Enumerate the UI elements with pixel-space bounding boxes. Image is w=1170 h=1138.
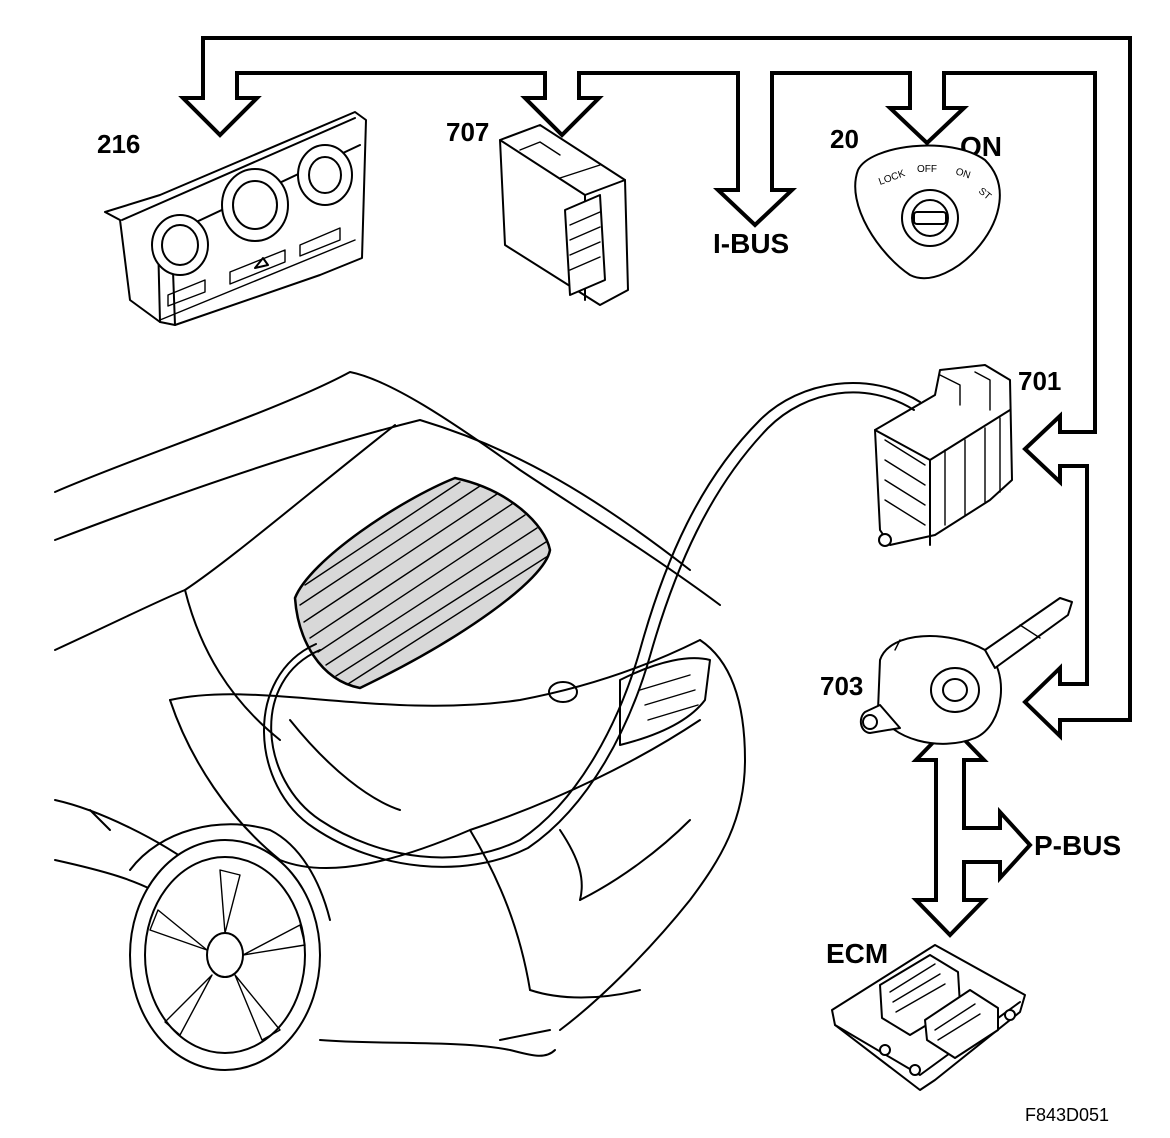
label-ecm: ECM: [826, 938, 888, 969]
pbus-arrow: [911, 722, 1033, 938]
ign-pos-off: OFF: [917, 164, 937, 175]
label-703: 703: [820, 671, 863, 701]
car-rear-view: [54, 371, 746, 1071]
figure-code: F843D051: [1025, 1105, 1109, 1125]
rear-wheel: [129, 823, 331, 1071]
arrow-to-216: [178, 92, 262, 138]
label-20: 20: [830, 124, 859, 154]
module-707: [499, 124, 629, 306]
label-pbus: P-BUS: [1034, 830, 1121, 861]
arrow-to-707: [520, 92, 604, 138]
module-701: [874, 364, 1013, 547]
hvac-control-panel-216: [104, 111, 367, 326]
ignition-switch-20: LOCK OFF ON ST: [854, 144, 1001, 280]
label-ibus: I-BUS: [713, 228, 789, 259]
arrow-to-701: [1022, 411, 1066, 487]
label-701: 701: [1018, 366, 1061, 396]
label-216: 216: [97, 129, 140, 159]
ign-pos-on: ON: [954, 166, 972, 181]
module-703: [859, 597, 1073, 745]
label-707: 707: [446, 117, 489, 147]
arrow-to-703: [1022, 663, 1066, 741]
arrow-to-ibus: [712, 184, 798, 228]
arrow-to-ignition: [884, 102, 970, 146]
rear-window: [293, 476, 552, 690]
rear-window-wire: [263, 382, 921, 868]
ibus-lines: [201, 36, 1132, 722]
ecm-module: [831, 944, 1026, 1091]
